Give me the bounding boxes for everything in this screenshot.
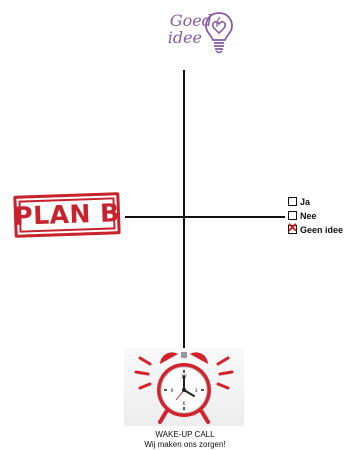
goed-idee-logo: Goed idee bbox=[138, 6, 238, 68]
svg-text:6: 6 bbox=[183, 401, 186, 407]
clock-caption-title: WAKE-UP CALL bbox=[155, 430, 215, 439]
answer-checklist: Ja Nee Geen idee bbox=[287, 195, 344, 237]
logo-line2: idee bbox=[167, 28, 202, 47]
checklist-label: Nee bbox=[300, 210, 317, 221]
svg-text:3: 3 bbox=[195, 388, 198, 394]
alarm-clock-image: 12 3 6 9 bbox=[124, 348, 244, 426]
plan-b-stamp: PLAN B bbox=[13, 192, 121, 238]
checklist-item-ja[interactable]: Ja bbox=[288, 195, 343, 208]
svg-text:9: 9 bbox=[171, 388, 174, 394]
checklist-item-geen-idee[interactable]: Geen idee bbox=[287, 221, 344, 236]
checkbox-checked[interactable] bbox=[287, 221, 298, 235]
checkbox[interactable] bbox=[288, 197, 297, 206]
alarm-clock-icon: 12 3 6 9 bbox=[134, 352, 234, 424]
vertical-axis bbox=[183, 70, 185, 350]
checklist-label: Ja bbox=[300, 196, 311, 207]
checkbox[interactable] bbox=[288, 211, 297, 220]
logo-line1: Goed bbox=[169, 11, 212, 30]
lightbulb-heart-icon bbox=[205, 12, 233, 54]
stamp-text: PLAN B bbox=[13, 198, 121, 231]
clock-caption-subtitle: Wij maken ons zorgen! bbox=[144, 440, 226, 449]
checklist-label: Geen idee bbox=[300, 224, 344, 235]
horizontal-axis bbox=[125, 216, 285, 218]
